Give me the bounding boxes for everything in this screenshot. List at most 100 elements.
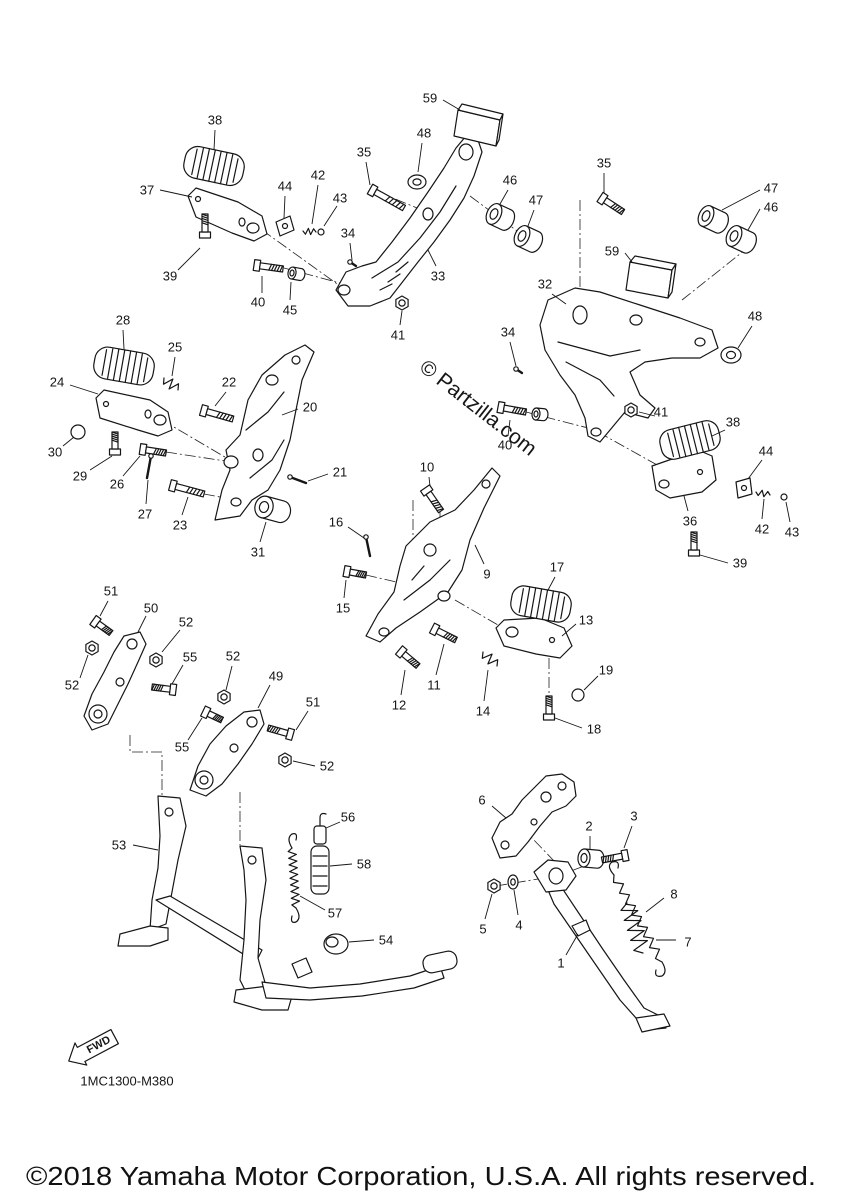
leader-line (507, 419, 511, 437)
drawing-code: 1MC1300-M380 (80, 1074, 173, 1089)
leader-line (442, 99, 461, 111)
callout-21: 21 (333, 465, 347, 480)
spring (287, 847, 301, 909)
leader-line (547, 576, 556, 591)
callout-41: 41 (654, 405, 668, 420)
copyright-notice: ©2018 Yamaha Motor Corporation, U.S.A. A… (26, 1161, 816, 1191)
leader-line (624, 252, 633, 263)
leader-line (187, 717, 203, 741)
leader-line (145, 479, 149, 505)
leader-line (159, 189, 193, 198)
leader-line (554, 717, 583, 729)
leader-line (427, 249, 437, 267)
bolt (266, 724, 296, 741)
collar (513, 225, 544, 253)
footrest-plate (275, 215, 295, 237)
callout-52: 52 (65, 678, 79, 693)
spring (620, 902, 649, 954)
callout-47: 47 (764, 181, 778, 196)
bolt (596, 191, 626, 216)
leader-line (484, 893, 493, 920)
leader-line (638, 411, 656, 417)
leader-line (428, 476, 431, 487)
center-line (129, 735, 163, 800)
center-line (681, 249, 746, 301)
leader-line (161, 629, 181, 653)
leader-line (747, 459, 763, 480)
footrest-bracket (335, 135, 483, 307)
pin (287, 474, 308, 485)
leader-line (683, 495, 689, 512)
bolt (151, 683, 178, 697)
nut (395, 295, 409, 311)
callout-37: 37 (140, 183, 154, 198)
callout-3: 3 (630, 809, 637, 824)
leader-line (69, 384, 99, 395)
stand-plate (83, 631, 147, 731)
callout-2: 2 (585, 819, 592, 834)
callout-34: 34 (501, 325, 515, 340)
callout-27: 27 (138, 507, 152, 522)
fwd-arrow-icon (68, 1028, 120, 1066)
leader-line (122, 329, 125, 350)
leader-line (645, 897, 665, 913)
callout-14: 14 (476, 704, 490, 719)
leader-line (171, 356, 176, 377)
leader-line (177, 247, 201, 271)
leader-line (583, 675, 599, 691)
center-line (525, 411, 597, 431)
leader-line (435, 643, 445, 676)
center-line (161, 419, 231, 461)
callout-1: 1 (557, 956, 564, 971)
spring-hook (313, 812, 327, 845)
leader-line (214, 391, 227, 407)
leader-line (417, 142, 423, 173)
leader-line (225, 665, 233, 691)
spring (755, 489, 771, 498)
bolt (200, 705, 225, 724)
leader-line (289, 281, 292, 301)
leader-line (400, 669, 406, 696)
leader-line (347, 526, 365, 539)
leader-line (325, 821, 341, 829)
callout-25: 25 (168, 340, 182, 355)
leader-line (329, 863, 353, 867)
leader-line (509, 341, 517, 367)
fwd-arrow: FWD (68, 1028, 120, 1066)
footrest-rubber (93, 346, 155, 386)
callout-47: 47 (529, 193, 543, 208)
ball (571, 688, 585, 702)
bolt (496, 401, 528, 416)
pin (513, 366, 524, 375)
leader-line (62, 436, 75, 447)
footrest-bracket (365, 467, 501, 643)
callout-38: 38 (726, 415, 740, 430)
callout-15: 15 (336, 601, 350, 616)
ball (317, 228, 325, 236)
callout-9: 9 (483, 567, 490, 582)
collar (531, 407, 549, 422)
callout-36: 36 (683, 514, 697, 529)
callout-20: 20 (303, 400, 317, 415)
callout-51: 51 (104, 584, 118, 599)
bolt (252, 259, 284, 273)
footrest (495, 617, 573, 659)
callout-7: 7 (684, 935, 691, 950)
leader-line (711, 429, 726, 437)
center-line (531, 837, 556, 863)
collar (577, 848, 605, 869)
collar (287, 266, 306, 282)
bolt (89, 614, 114, 637)
callout-6: 6 (478, 793, 485, 808)
center-line (495, 875, 557, 887)
callout-40: 40 (251, 295, 265, 310)
stand-plate (189, 709, 265, 797)
footrest-bracket (539, 287, 719, 443)
leader-line (527, 209, 535, 227)
leader-line (491, 805, 507, 819)
callout-23: 23 (173, 518, 187, 533)
callout-49: 49 (269, 669, 283, 684)
callout-18: 18 (587, 722, 601, 737)
spring-hooks (288, 833, 300, 923)
bolt (542, 695, 556, 721)
